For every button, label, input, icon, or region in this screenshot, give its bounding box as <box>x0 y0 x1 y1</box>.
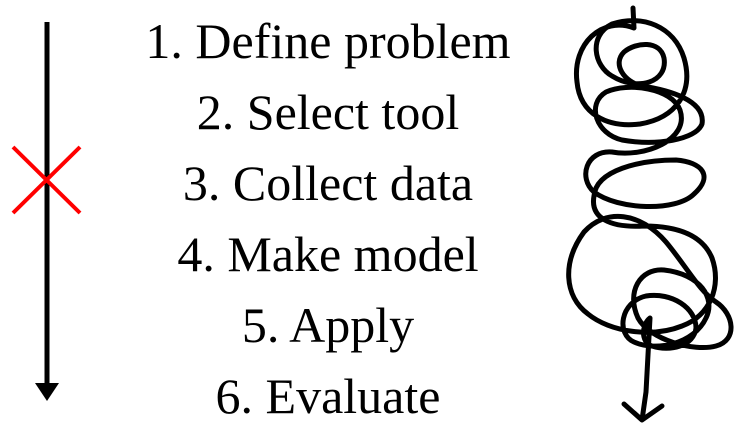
scribble-line <box>566 5 734 423</box>
step-4: 4. Make model <box>177 226 479 282</box>
steps-list: 1. Define problem 2. Select tool 3. Coll… <box>118 6 538 432</box>
step-1: 1. Define problem <box>145 13 511 69</box>
tangled-arrow-icon <box>566 5 734 423</box>
x-mark-icon <box>11 145 82 215</box>
step-2: 2. Select tool <box>196 84 460 140</box>
arrowhead <box>35 383 59 401</box>
step-6: 6. Evaluate <box>215 368 441 424</box>
down-arrow-icon <box>35 22 59 401</box>
step-5: 5. Apply <box>241 297 415 353</box>
step-3: 3. Collect data <box>182 155 474 211</box>
